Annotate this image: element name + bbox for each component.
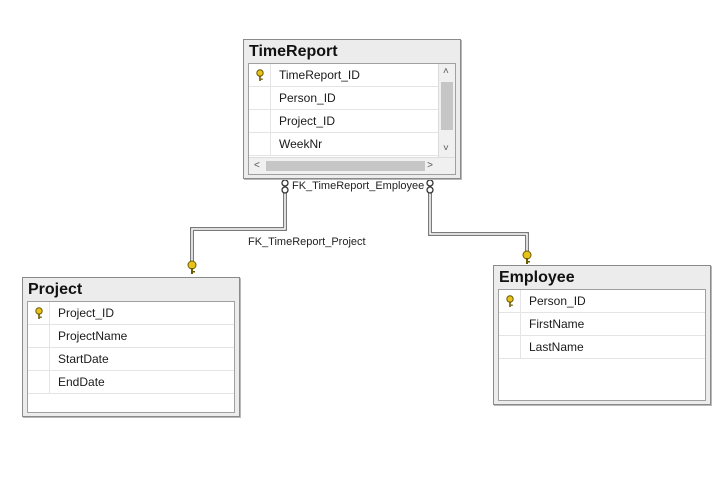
chevron-right-icon[interactable]: ˃ <box>427 160 433 171</box>
column-name: Project_ID <box>279 114 336 128</box>
column-row[interactable]: EndDate <box>28 371 234 394</box>
fk-timereport-employee-label: FK_TimeReport_Employee <box>292 180 425 192</box>
columns-grid: Person_ID FirstName LastName <box>498 289 706 401</box>
column-row[interactable]: LastName <box>499 336 705 359</box>
key-icon <box>256 69 264 81</box>
chevron-left-icon[interactable]: ˂ <box>254 160 260 171</box>
column-row[interactable]: TimeReport_ID <box>249 64 455 87</box>
vertical-scrollbar[interactable]: ˄ ˅ <box>438 64 455 157</box>
column-row[interactable]: ProjectName <box>28 325 234 348</box>
column-name: TimeReport_ID <box>279 68 360 82</box>
chevron-up-icon[interactable]: ˄ <box>443 66 449 77</box>
many-end-icon <box>281 179 289 194</box>
column-name: FirstName <box>529 317 585 331</box>
key-icon <box>35 307 43 319</box>
columns-grid: Project_ID ProjectName StartDate EndDate <box>27 301 235 413</box>
table-title: Project <box>28 281 83 298</box>
many-end-icon <box>426 179 434 194</box>
table-title: TimeReport <box>249 43 338 60</box>
project-table[interactable]: Project Project_ID ProjectName StartDate… <box>22 277 240 417</box>
column-row[interactable]: Project_ID <box>249 110 455 133</box>
column-name: ProjectName <box>58 329 128 343</box>
column-name: StartDate <box>58 352 109 366</box>
fk-timereport-project-line[interactable] <box>190 193 287 262</box>
chevron-down-icon[interactable]: ˅ <box>443 143 449 154</box>
column-row[interactable]: FirstName <box>499 313 705 336</box>
horizontal-scrollbar[interactable]: ˂ ˃ <box>249 157 455 174</box>
timereport-table[interactable]: TimeReport TimeReport_ID Person_ID Proje… <box>243 39 461 179</box>
column-row[interactable]: Person_ID <box>249 87 455 110</box>
fk-timereport-employee-line[interactable] <box>428 193 529 252</box>
column-name: WeekNr <box>279 137 323 151</box>
column-name: LastName <box>529 340 584 354</box>
fk-timereport-project-label: FK_TimeReport_Project <box>248 236 366 248</box>
column-row[interactable]: Person_ID <box>499 290 705 313</box>
employee-table[interactable]: Employee Person_ID FirstName LastName <box>493 265 711 405</box>
key-icon <box>506 295 514 307</box>
column-name: Project_ID <box>58 306 115 320</box>
column-row[interactable]: StartDate <box>28 348 234 371</box>
table-title: Employee <box>499 269 575 286</box>
scroll-thumb[interactable] <box>266 161 425 171</box>
column-row[interactable]: WeekNr <box>249 133 455 156</box>
columns-grid: TimeReport_ID Person_ID Project_ID WeekN… <box>248 63 456 175</box>
column-name: EndDate <box>58 375 105 389</box>
column-name: Person_ID <box>529 294 586 308</box>
column-row[interactable]: Project_ID <box>28 302 234 325</box>
scroll-thumb[interactable] <box>441 82 453 130</box>
column-name: Person_ID <box>279 91 336 105</box>
key-end-icon <box>522 250 532 264</box>
key-end-icon <box>187 260 197 274</box>
